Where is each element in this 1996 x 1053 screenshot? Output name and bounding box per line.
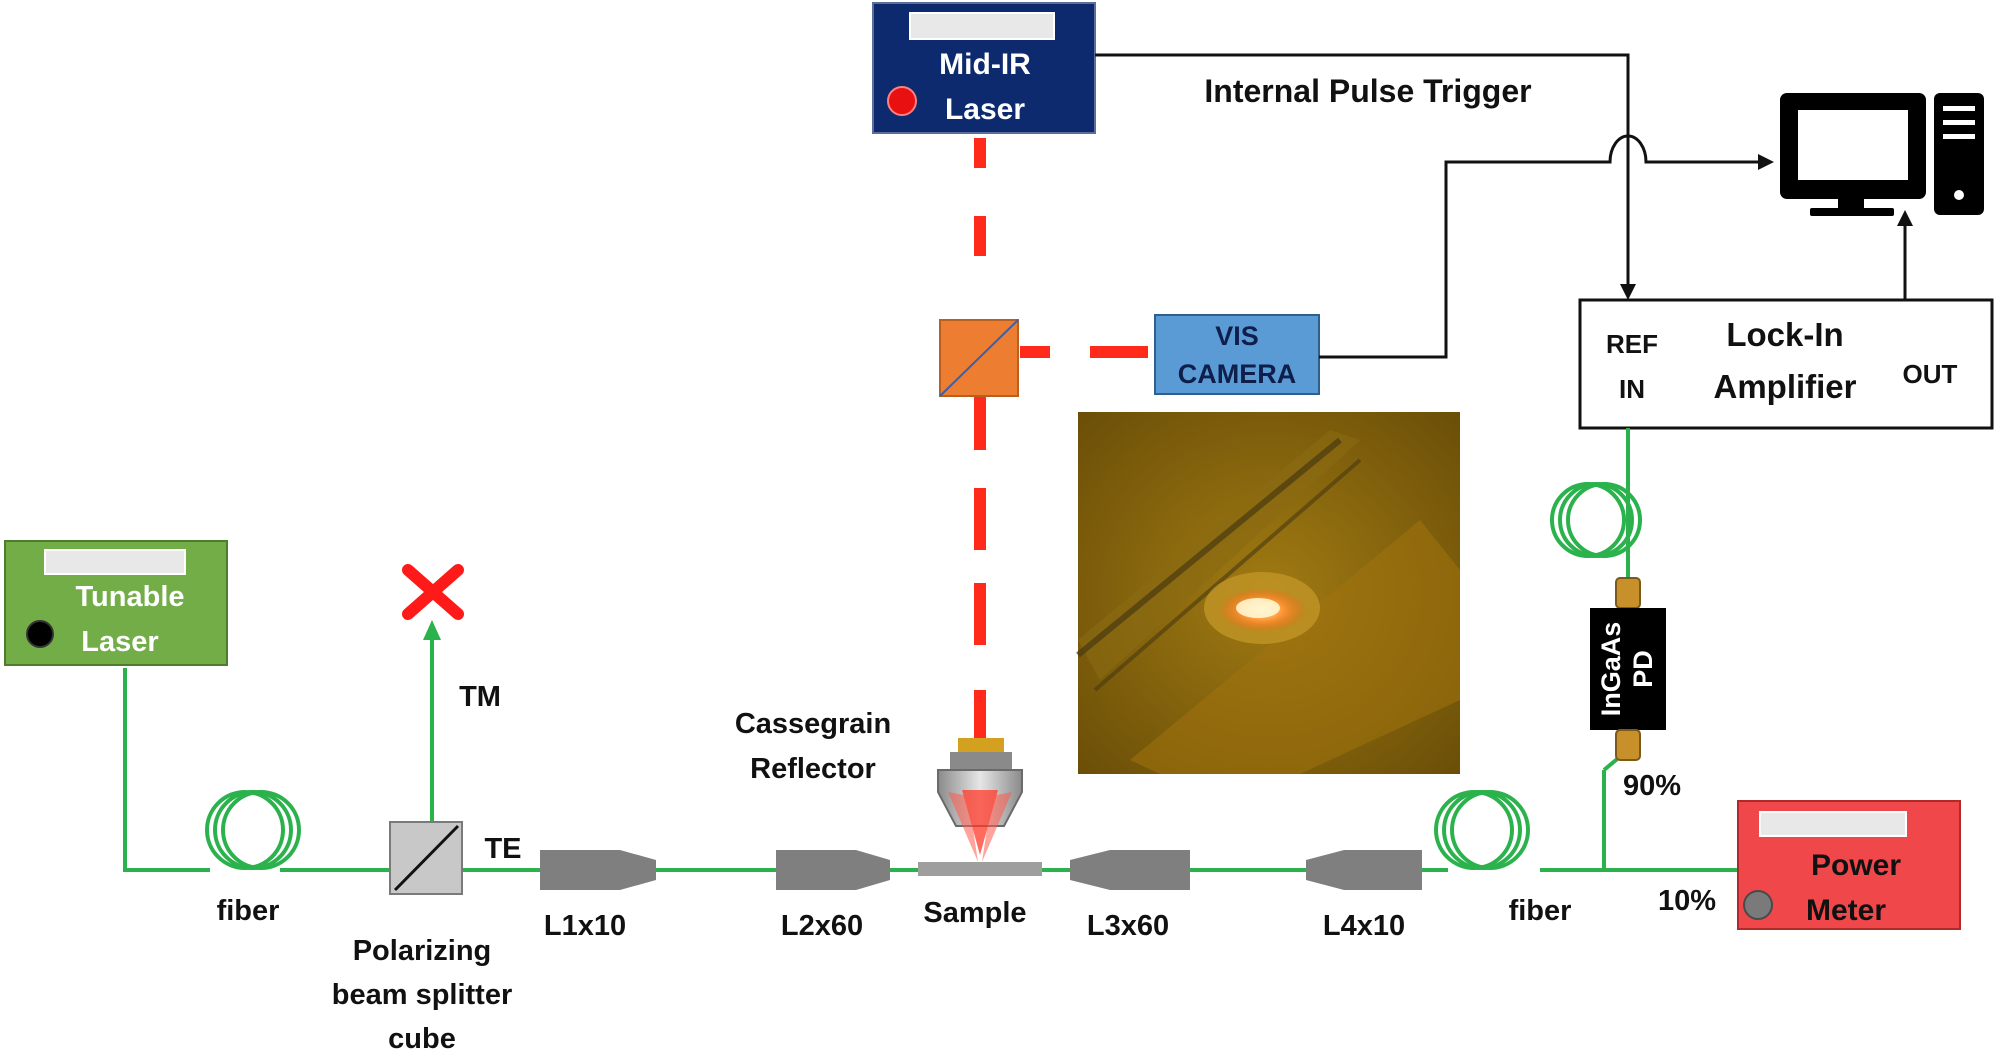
lockin-title-2: Amplifier	[1713, 368, 1856, 405]
power-label-2: Meter	[1806, 894, 1886, 927]
pbs-label-3: cube	[388, 1023, 456, 1053]
component-labels: Cassegrain Reflector TM TE fiber fiber P…	[217, 681, 1717, 1053]
l1-label: L1x10	[544, 910, 626, 942]
ref-label-1: REF	[1606, 329, 1658, 359]
split-90-label: 90%	[1623, 770, 1681, 802]
power-label-1: Power	[1811, 849, 1901, 882]
blocked-x-icon	[402, 564, 464, 620]
cassegrain-label-1: Cassegrain	[735, 708, 891, 740]
midir-beam	[970, 138, 1148, 740]
midir-laser: Mid-IR Laser	[872, 2, 1096, 134]
lens-l3	[1070, 850, 1190, 890]
polarizing-beam-splitter	[389, 821, 463, 895]
tunable-laser: Tunable Laser	[4, 540, 228, 666]
cassegrain-label-2: Reflector	[750, 753, 876, 785]
lens-l4	[1306, 850, 1422, 890]
pbs-label-1: Polarizing	[353, 935, 492, 967]
tm-arrow-icon	[423, 620, 441, 640]
ingaas-photodiode: InGaAs PD	[1590, 577, 1666, 761]
pbs-label-2: beam splitter	[332, 979, 513, 1011]
lockin-title-1: Lock-In	[1726, 316, 1843, 353]
computer-icon	[1780, 93, 1984, 216]
fiber-coil-pd-icon	[1550, 482, 1642, 558]
vis-camera: VIS CAMERA	[1154, 314, 1320, 395]
fiber-coil-left-icon	[205, 790, 301, 870]
display-panel	[1759, 811, 1907, 837]
tunable-label-1: Tunable	[75, 581, 184, 613]
status-led-icon	[887, 86, 917, 116]
l2-label: L2x60	[781, 910, 863, 942]
lens-l2	[776, 850, 890, 890]
lens-l1	[540, 850, 656, 890]
sample-label: Sample	[923, 897, 1026, 929]
arrowheads	[1620, 154, 1913, 300]
fiber-path	[123, 428, 1738, 872]
arrow-ref-in-icon	[1620, 284, 1636, 300]
midir-label-1: Mid-IR	[939, 48, 1031, 81]
sample-chip	[918, 862, 1042, 876]
fiber-right-label: fiber	[1509, 895, 1572, 927]
pd-label-1: InGaAs	[1596, 622, 1626, 717]
split-10-label: 10%	[1658, 885, 1716, 917]
dichroic-cube	[939, 319, 1019, 397]
te-label: TE	[484, 833, 521, 865]
l3-label: L3x60	[1087, 910, 1169, 942]
tm-label: TM	[459, 681, 501, 713]
display-panel	[44, 549, 186, 575]
l4-label: L4x10	[1323, 910, 1405, 942]
tunable-label-2: Laser	[81, 626, 158, 658]
signal-wires	[1095, 53, 1907, 359]
status-led-icon	[26, 620, 54, 648]
status-led-icon	[1743, 890, 1773, 920]
fiber-left-label: fiber	[217, 895, 280, 927]
out-label: OUT	[1903, 359, 1958, 389]
ref-label-2: IN	[1619, 374, 1645, 404]
display-panel	[909, 12, 1055, 40]
trigger-label: Internal Pulse Trigger	[1204, 73, 1531, 109]
camera-label-1: VIS	[1215, 321, 1259, 351]
cassegrain-reflector-icon	[937, 738, 1023, 862]
fiber-coil-right-icon	[1434, 790, 1530, 870]
microscope-image	[1076, 412, 1460, 774]
arrow-out-icon	[1897, 210, 1913, 226]
camera-label-2: CAMERA	[1178, 359, 1297, 389]
lockin-amplifier: REF IN Lock-In Amplifier OUT	[1578, 298, 1994, 430]
power-meter: Power Meter	[1737, 800, 1961, 930]
pd-label-2: PD	[1628, 650, 1658, 688]
midir-label-2: Laser	[945, 93, 1025, 126]
arrow-computer-icon	[1758, 154, 1774, 170]
